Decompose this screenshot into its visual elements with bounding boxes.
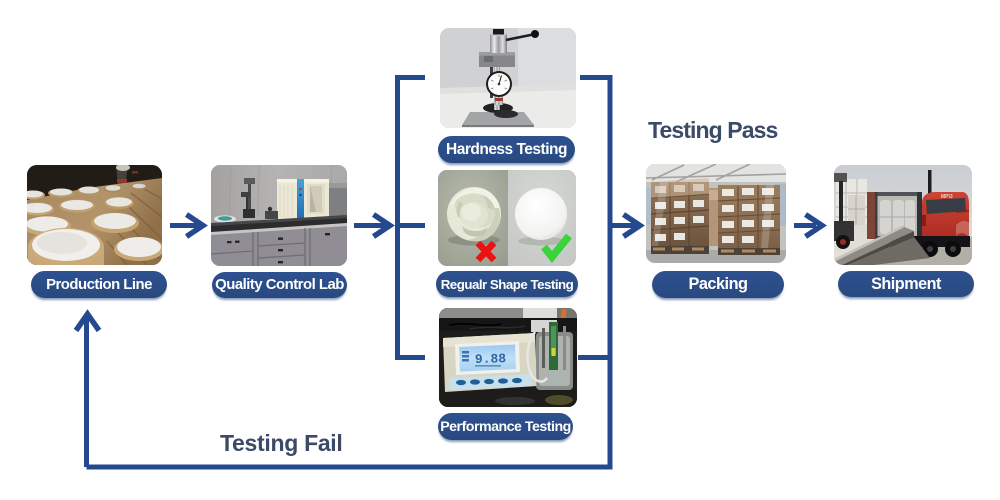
- svg-text:MP\3: MP\3: [941, 194, 953, 200]
- svg-text:9.88: 9.88: [475, 351, 507, 367]
